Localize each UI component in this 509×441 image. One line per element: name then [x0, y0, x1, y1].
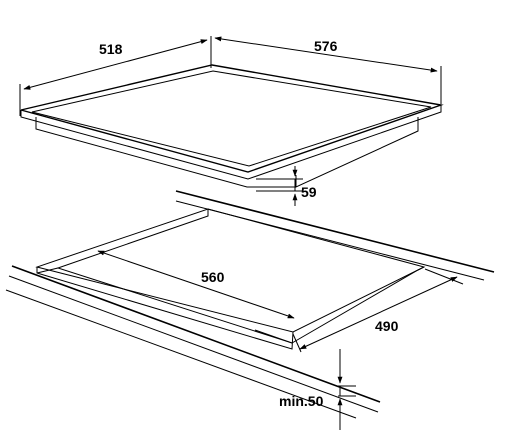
dimension-490 — [292, 268, 464, 353]
dimension-560 — [97, 250, 295, 319]
worktop-thickness-label: min.50 — [279, 393, 324, 409]
hob-glass-inner — [31, 70, 432, 167]
hob-glass-outer — [20, 64, 444, 173]
cutout-width-label: 560 — [201, 269, 225, 285]
worktop-drawing — [5, 190, 495, 419]
hob-depth-label: 518 — [99, 41, 123, 57]
dimension-518 — [19, 36, 212, 116]
cutout-depth-label: 490 — [375, 318, 399, 334]
hob-body — [35, 117, 419, 188]
dimension-576 — [214, 36, 442, 104]
dimension-min50 — [337, 349, 356, 430]
hob-drawing — [20, 64, 444, 188]
cutout-inner — [56, 209, 425, 344]
hob-glass-edge — [20, 105, 442, 180]
dimension-59 — [256, 166, 303, 206]
hob-height-label: 59 — [301, 184, 317, 200]
cutout-outer — [35, 208, 426, 333]
hob-width-label: 576 — [314, 38, 338, 54]
